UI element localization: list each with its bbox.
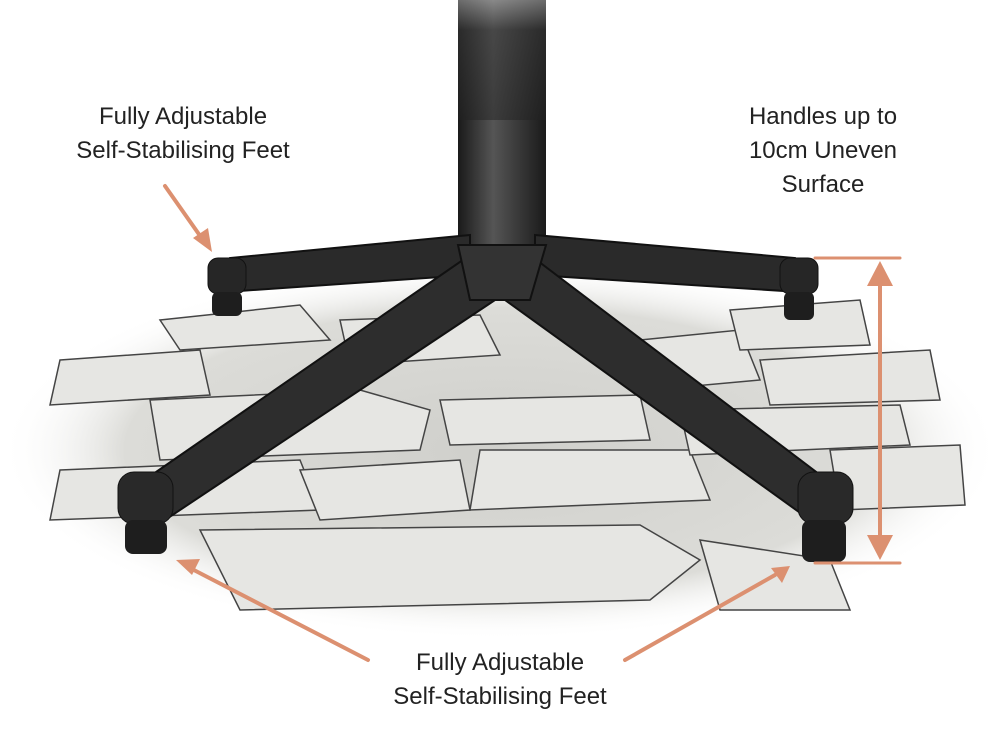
label-line: Self-Stabilising Feet: [393, 683, 607, 710]
foot-front-left: [117, 471, 174, 554]
arrow-top-left: [163, 184, 212, 252]
label-bottom: Fully Adjustable Self-Stabilising Feet: [380, 646, 620, 714]
label-line: Self-Stabilising Feet: [76, 137, 290, 164]
label-line: Fully Adjustable: [98, 103, 268, 130]
height-dimension-arrow: [813, 256, 902, 565]
foot-back-left: [207, 257, 247, 316]
label-line: Fully Adjustable: [415, 649, 585, 676]
label-line: Surface: [781, 171, 865, 198]
label-line: 10cm Uneven: [748, 137, 898, 164]
foot-back-right: [779, 257, 819, 320]
label-top-right: Handles up to 10cm Uneven Surface: [713, 100, 933, 202]
label-top-left: Fully Adjustable Self-Stabilising Feet: [63, 100, 303, 168]
foot-front-right: [797, 471, 854, 562]
arrow-bottom-right: [623, 566, 790, 662]
arrow-bottom-left: [176, 559, 370, 662]
label-line: Handles up to: [748, 103, 898, 130]
